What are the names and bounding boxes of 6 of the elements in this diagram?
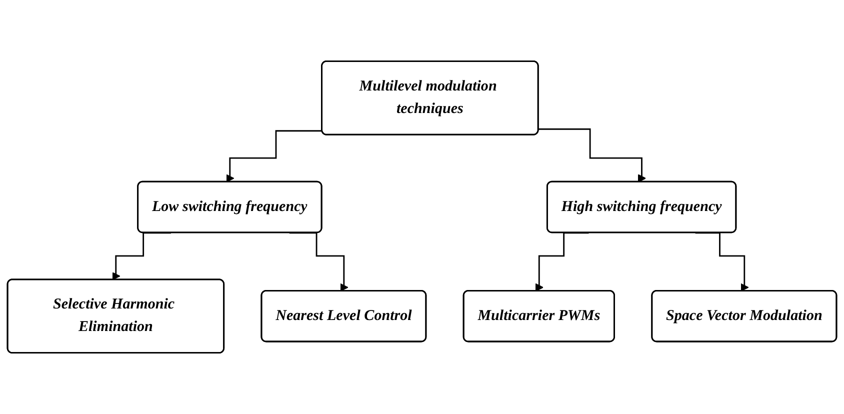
arrow [695, 232, 749, 292]
arrow [112, 232, 171, 280]
arrow [226, 130, 322, 182]
arrow [289, 232, 348, 292]
arrow [538, 128, 646, 182]
arrow [535, 232, 589, 292]
